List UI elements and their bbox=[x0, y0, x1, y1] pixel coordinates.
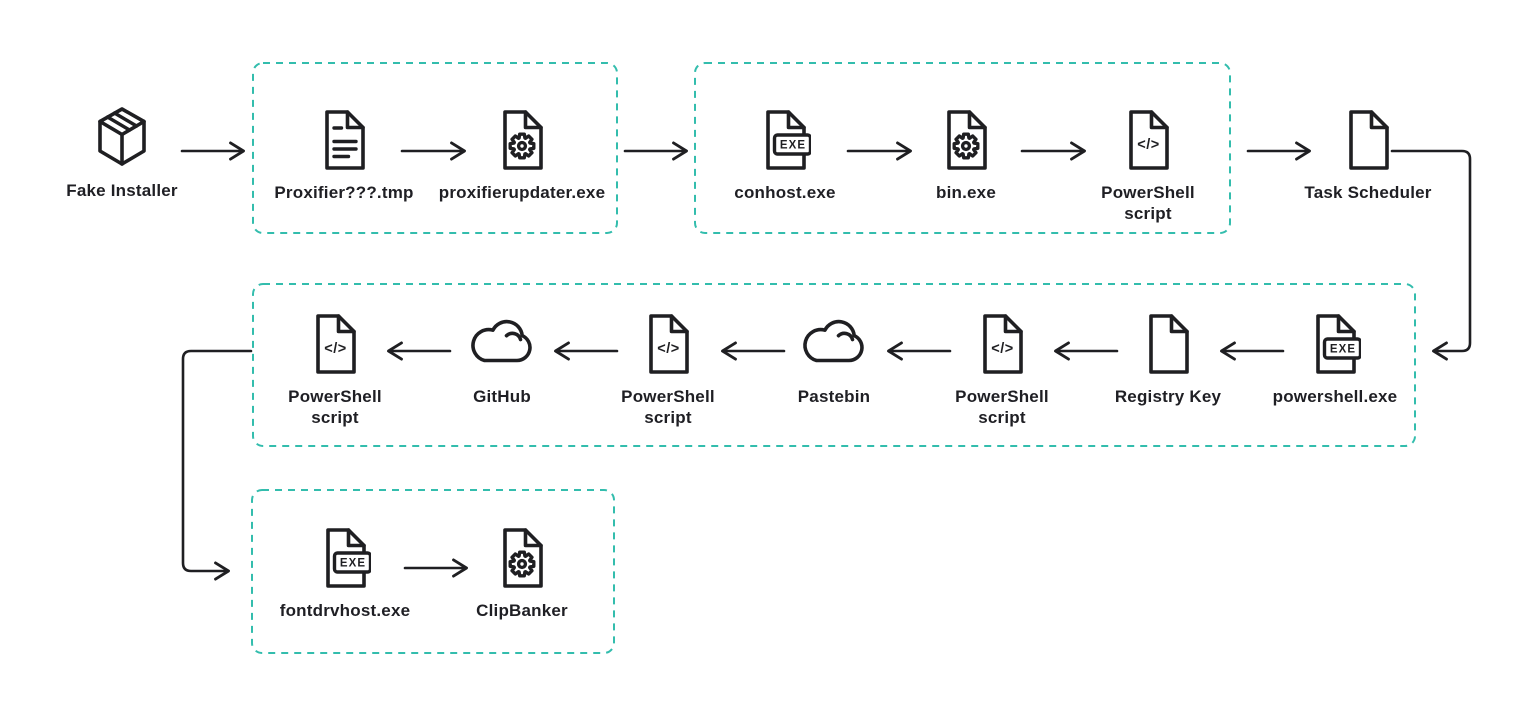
group-box-loader bbox=[694, 62, 1231, 234]
gear-file-icon bbox=[947, 110, 987, 170]
node-label: conhost.exe bbox=[734, 183, 836, 202]
node-label: fontdrvhost.exe bbox=[279, 601, 411, 620]
node-label: PowerShell script bbox=[1101, 183, 1195, 223]
elbow-connector-script-to-fontdrvhost bbox=[181, 349, 253, 581]
node-clipbanker: ClipBanker bbox=[422, 527, 622, 621]
node-powershell-script-3: </> PowerShell script bbox=[568, 313, 768, 428]
node-label: ClipBanker bbox=[476, 601, 568, 620]
group-box-dropper bbox=[252, 62, 618, 234]
node-label: powershell.exe bbox=[1272, 387, 1398, 406]
gear-file-icon bbox=[503, 110, 543, 170]
node-task-scheduler: Task Scheduler bbox=[1268, 109, 1468, 203]
cloud-icon bbox=[803, 319, 864, 363]
node-fontdrvhost: EXE fontdrvhost.exe bbox=[245, 527, 445, 621]
group-box-powershell-chain bbox=[252, 283, 1416, 447]
node-label: Proxifier???.tmp bbox=[274, 183, 414, 202]
group-box-payload bbox=[251, 489, 615, 654]
svg-text:</>: </> bbox=[991, 341, 1013, 357]
file-icon bbox=[1149, 314, 1189, 374]
node-fake-installer: Fake Installer bbox=[22, 107, 222, 201]
code-file-icon: </> bbox=[316, 314, 356, 374]
node-registry-key: Registry Key bbox=[1068, 313, 1268, 407]
node-bin-exe: bin.exe bbox=[866, 109, 1066, 203]
node-pastebin: Pastebin bbox=[734, 313, 934, 407]
node-proxifierupdater: proxifierupdater.exe bbox=[422, 109, 622, 203]
svg-text:</>: </> bbox=[1137, 137, 1159, 153]
exe-file-icon: EXE bbox=[766, 110, 811, 170]
cloud-icon bbox=[471, 319, 532, 363]
exe-file-icon: EXE bbox=[326, 528, 371, 588]
package-icon bbox=[98, 107, 146, 166]
node-github: GitHub bbox=[402, 313, 602, 407]
svg-text:</>: </> bbox=[657, 341, 679, 357]
node-powershell-script-4: </> PowerShell script bbox=[235, 313, 435, 428]
node-conhost: EXE conhost.exe bbox=[685, 109, 885, 203]
node-label: Fake Installer bbox=[66, 181, 178, 200]
gear-file-icon bbox=[503, 528, 543, 588]
node-label: bin.exe bbox=[936, 183, 996, 202]
svg-text:EXE: EXE bbox=[340, 558, 366, 570]
document-icon bbox=[325, 110, 365, 170]
node-label: GitHub bbox=[473, 387, 531, 406]
node-powershell-exe: EXE powershell.exe bbox=[1235, 313, 1435, 407]
code-file-icon: </> bbox=[649, 314, 689, 374]
node-powershell-script-2: </> PowerShell script bbox=[902, 313, 1102, 428]
elbow-connector-scheduler-to-powershell bbox=[1390, 149, 1472, 361]
node-label: Pastebin bbox=[797, 387, 871, 406]
node-label: PowerShell script bbox=[288, 387, 382, 427]
file-icon bbox=[1349, 110, 1389, 170]
code-file-icon: </> bbox=[983, 314, 1023, 374]
svg-text:EXE: EXE bbox=[1330, 344, 1356, 356]
node-powershell-script-1: </> PowerShell script bbox=[1048, 109, 1248, 224]
svg-text:</>: </> bbox=[324, 341, 346, 357]
node-label: PowerShell script bbox=[955, 387, 1049, 427]
node-label: Task Scheduler bbox=[1304, 183, 1432, 202]
code-file-icon: </> bbox=[1129, 110, 1169, 170]
node-label: Registry Key bbox=[1114, 387, 1222, 406]
node-proxifier-tmp: Proxifier???.tmp bbox=[244, 109, 444, 203]
exe-file-icon: EXE bbox=[1316, 314, 1361, 374]
node-label: PowerShell script bbox=[621, 387, 715, 427]
svg-text:EXE: EXE bbox=[780, 140, 806, 152]
node-label: proxifierupdater.exe bbox=[438, 183, 606, 202]
